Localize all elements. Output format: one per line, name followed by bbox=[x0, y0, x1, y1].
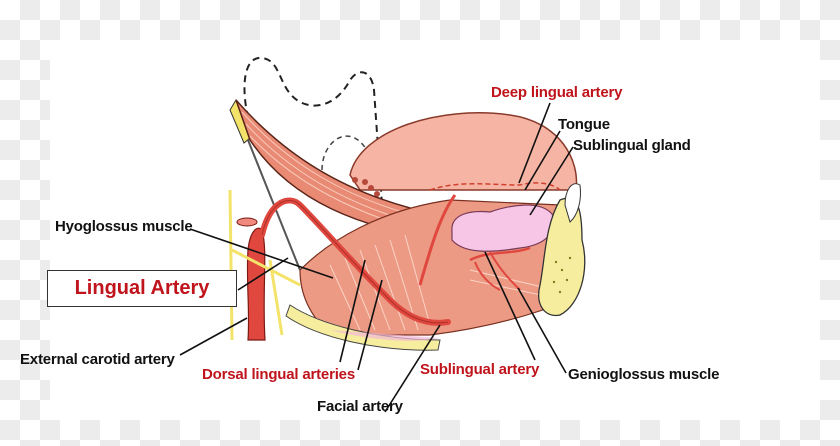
hypoglossal-nerve bbox=[228, 189, 301, 341]
label-sublingual-artery: Sublingual artery bbox=[420, 361, 540, 378]
deep-lingual-artery-vessel bbox=[418, 194, 457, 286]
label-dorsal-lingual-arteries: Dorsal lingual arteries bbox=[202, 366, 355, 383]
incisor-tooth bbox=[564, 183, 581, 223]
tongue-body bbox=[349, 112, 578, 191]
label-tongue: Tongue bbox=[558, 116, 610, 133]
sublingual-gland bbox=[451, 204, 556, 252]
label-sublingual-gland: Sublingual gland bbox=[573, 137, 691, 154]
leader-lines bbox=[179, 102, 574, 413]
mandible-bone bbox=[538, 197, 586, 317]
external-carotid-artery-vessel bbox=[246, 227, 266, 341]
diagram-title: Lingual Artery bbox=[74, 277, 210, 299]
label-external-carotid-artery: External carotid artery bbox=[20, 351, 175, 368]
title-box: Lingual Artery bbox=[47, 270, 237, 307]
label-deep-lingual-artery: Deep lingual artery bbox=[491, 84, 623, 101]
label-hyoglossus-muscle: Hyoglossus muscle bbox=[55, 218, 193, 235]
label-facial-artery: Facial artery bbox=[317, 398, 403, 415]
deep-lingual-dashed bbox=[429, 182, 561, 191]
label-genioglossus-muscle: Genioglossus muscle bbox=[568, 366, 720, 383]
